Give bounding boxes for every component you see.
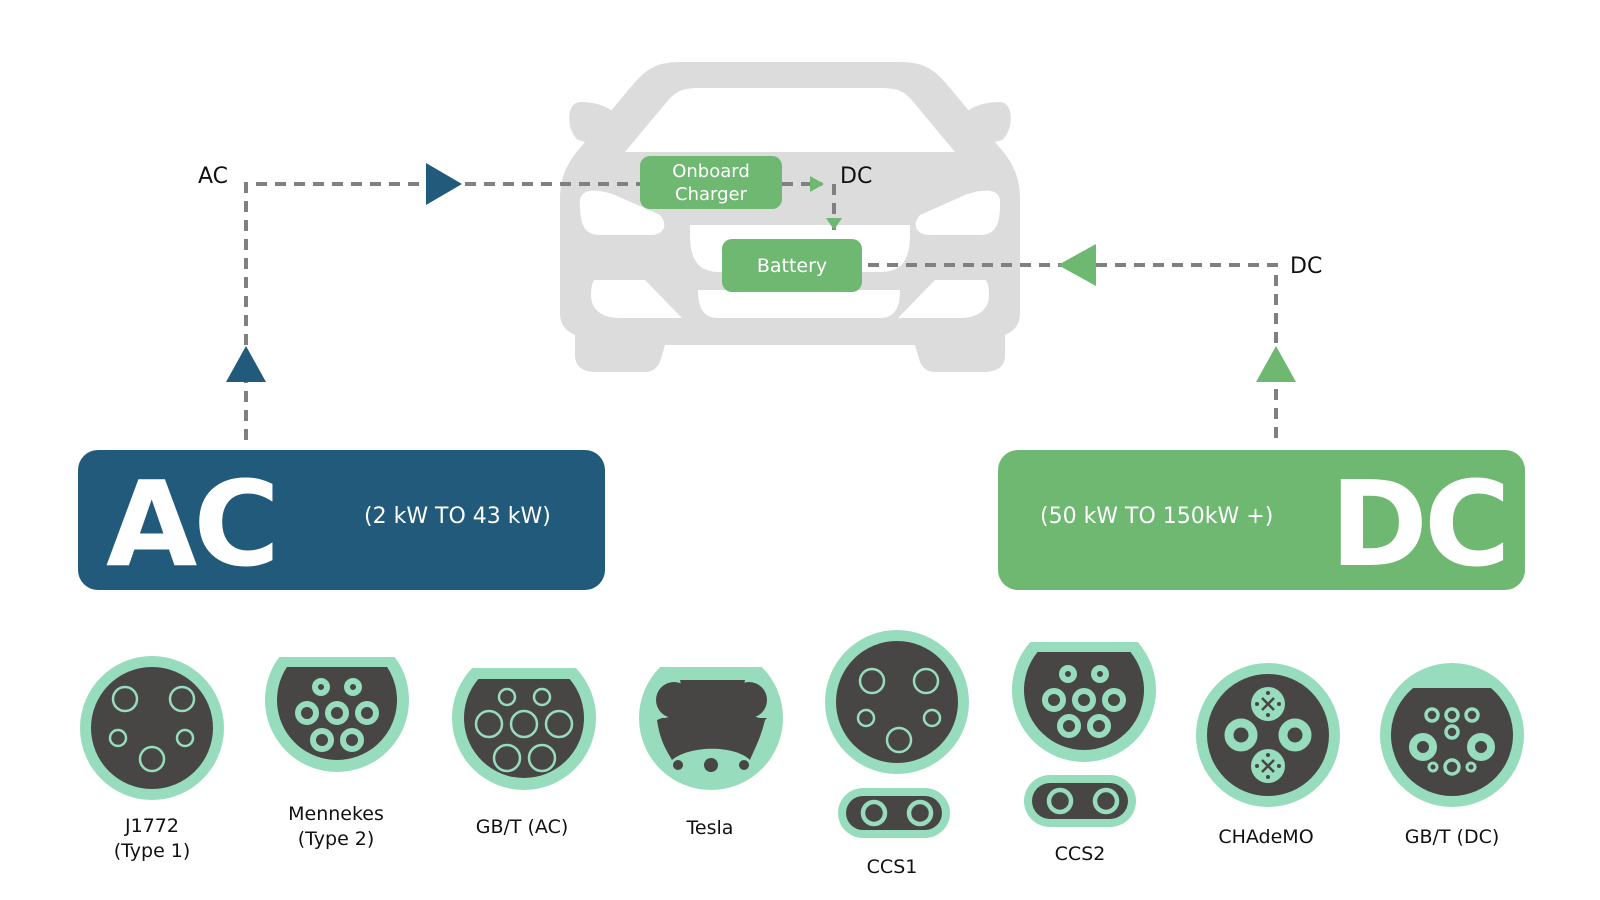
car-fog-right bbox=[898, 280, 989, 318]
connector-name: Mennekes bbox=[288, 803, 384, 825]
gbt-ac-connector-icon bbox=[452, 668, 596, 790]
dc-arrow-up-icon bbox=[1256, 346, 1296, 382]
connector-name: CCS1 bbox=[866, 856, 918, 878]
ac-arrow-up-icon bbox=[226, 346, 266, 382]
dc-panel: (50 kW TO 150kW +) DC bbox=[998, 450, 1525, 593]
ac-arrow-right-icon bbox=[426, 163, 462, 205]
connector-label-tesla: Tesla bbox=[620, 816, 800, 841]
ac-panel-range: (2 kW TO 43 kW) bbox=[364, 504, 551, 529]
connector-name: J1772 bbox=[125, 815, 179, 837]
j1772-connector-icon bbox=[80, 656, 224, 800]
onboard-charger-label-2: Charger bbox=[675, 184, 748, 205]
charger-arrow-right-icon bbox=[810, 176, 824, 192]
battery-label: Battery bbox=[757, 255, 827, 277]
connector-label-mennekes: Mennekes (Type 2) bbox=[246, 802, 426, 852]
battery-box bbox=[722, 239, 862, 292]
ac-panel: AC (2 kW TO 43 kW) bbox=[78, 450, 605, 593]
car-fog-left bbox=[591, 280, 682, 318]
connector-subtitle: (Type 2) bbox=[297, 828, 375, 850]
connector-label-ccs2: CCS2 bbox=[990, 842, 1170, 867]
onboard-charger-box bbox=[640, 156, 782, 209]
connector-subtitle: (Type 1) bbox=[113, 840, 191, 862]
connector-name: Tesla bbox=[686, 817, 734, 839]
ccs1-connector-icon bbox=[825, 630, 969, 838]
dc-panel-title: DC bbox=[1330, 455, 1511, 593]
ac-input-label: AC bbox=[198, 164, 229, 189]
ccs2-connector-icon bbox=[1011, 642, 1156, 827]
tesla-connector-icon bbox=[638, 667, 783, 790]
connector-name: CCS2 bbox=[1054, 843, 1106, 865]
onboard-output-label: DC bbox=[840, 164, 873, 189]
onboard-charger-label-1: Onboard bbox=[672, 161, 750, 182]
connector-label-gbt-dc: GB/T (DC) bbox=[1362, 825, 1542, 850]
dc-panel-range: (50 kW TO 150kW +) bbox=[1040, 504, 1274, 529]
battery-arrow-down-icon bbox=[826, 218, 842, 230]
connector-name: GB/T (DC) bbox=[1404, 826, 1500, 848]
connector-label-ccs1: CCS1 bbox=[802, 855, 982, 880]
connector-name: GB/T (AC) bbox=[475, 816, 569, 838]
car-headlight-right bbox=[915, 190, 1001, 235]
car-headlight-left bbox=[579, 190, 665, 235]
connector-icons bbox=[80, 630, 1524, 838]
chademo-connector-icon bbox=[1196, 663, 1340, 807]
connector-label-gbt-ac: GB/T (AC) bbox=[432, 815, 612, 840]
mennekes-connector-icon bbox=[264, 657, 410, 773]
dc-input-label: DC bbox=[1290, 254, 1323, 279]
car-windshield bbox=[625, 88, 955, 152]
connector-name: CHAdeMO bbox=[1218, 826, 1314, 848]
car-lower-grille bbox=[698, 290, 900, 318]
connector-label-j1772: J1772 (Type 1) bbox=[62, 814, 242, 864]
gbt-dc-connector-icon bbox=[1380, 663, 1524, 807]
dc-flow-line bbox=[868, 263, 1278, 440]
ac-panel-title: AC bbox=[106, 455, 280, 593]
connector-label-chademo: CHAdeMO bbox=[1176, 825, 1356, 850]
dc-arrow-left-icon bbox=[1058, 244, 1096, 286]
